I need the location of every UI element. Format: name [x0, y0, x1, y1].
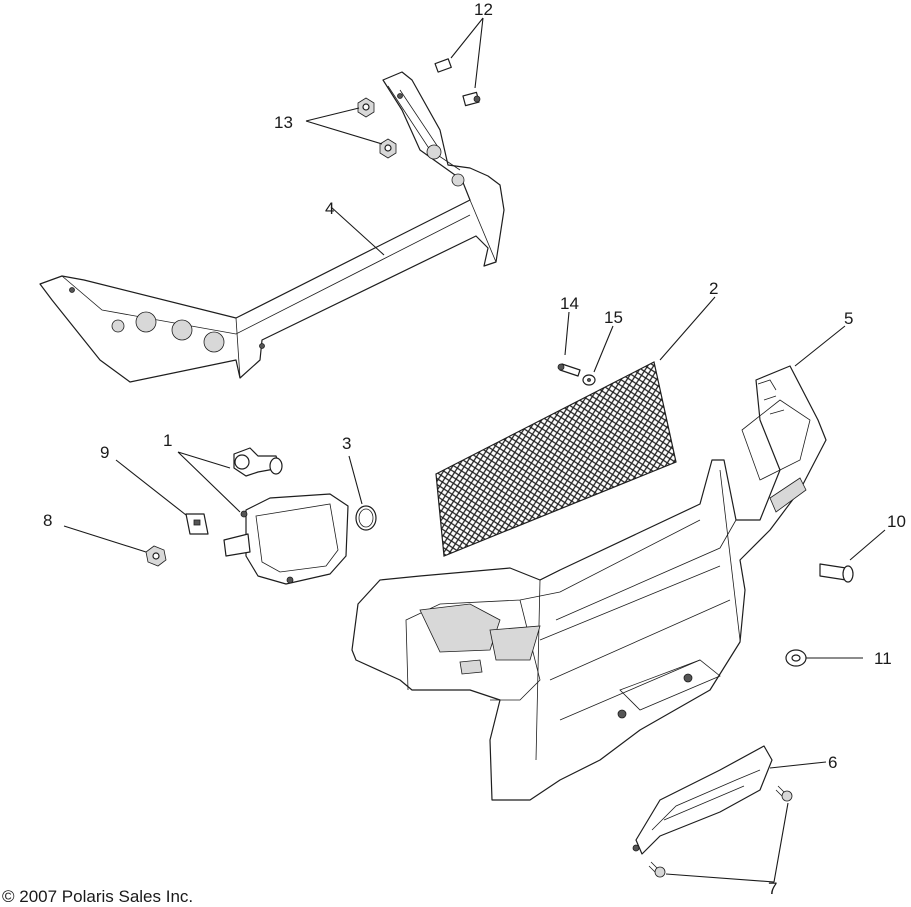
copyright-notice: © 2007 Polaris Sales Inc.: [2, 887, 194, 906]
front-bracket-part: [39, 71, 505, 383]
callout-4: 4: [325, 199, 334, 218]
callout-13: 13: [274, 113, 293, 132]
callout-1: 1: [163, 431, 172, 450]
leader-lines: [63, 17, 886, 883]
bumper-frame-part: [351, 365, 827, 801]
lower-panel-part: [632, 745, 773, 855]
o-ring-part: [355, 505, 377, 531]
callout-14: 14: [560, 294, 579, 313]
nut-11-part: [785, 649, 807, 667]
callout-labels: 1 2 3 4 5 6 7 8 9 10 11 12 13 14 15: [43, 0, 906, 898]
headlight-part: [223, 447, 349, 585]
nut-8-part: [145, 545, 167, 567]
clip-9-part: [185, 513, 209, 535]
callout-15: 15: [604, 308, 623, 327]
screw-14-part: [557, 363, 581, 377]
mesh-grille-part: [435, 361, 677, 557]
screw-7-part: [648, 785, 793, 878]
callout-6: 6: [828, 753, 837, 772]
callout-9: 9: [100, 443, 109, 462]
callout-8: 8: [43, 511, 52, 530]
nut-13-part: [357, 97, 397, 159]
callout-3: 3: [342, 434, 351, 453]
callout-12: 12: [474, 0, 493, 19]
callout-11: 11: [874, 649, 892, 668]
washer-15-part: [582, 374, 596, 386]
callout-2: 2: [709, 279, 718, 298]
bolt-12-part: [434, 58, 481, 107]
callout-10: 10: [887, 512, 906, 531]
callout-5: 5: [844, 309, 853, 328]
bolt-10-part: [819, 563, 854, 583]
callout-7: 7: [768, 879, 777, 898]
